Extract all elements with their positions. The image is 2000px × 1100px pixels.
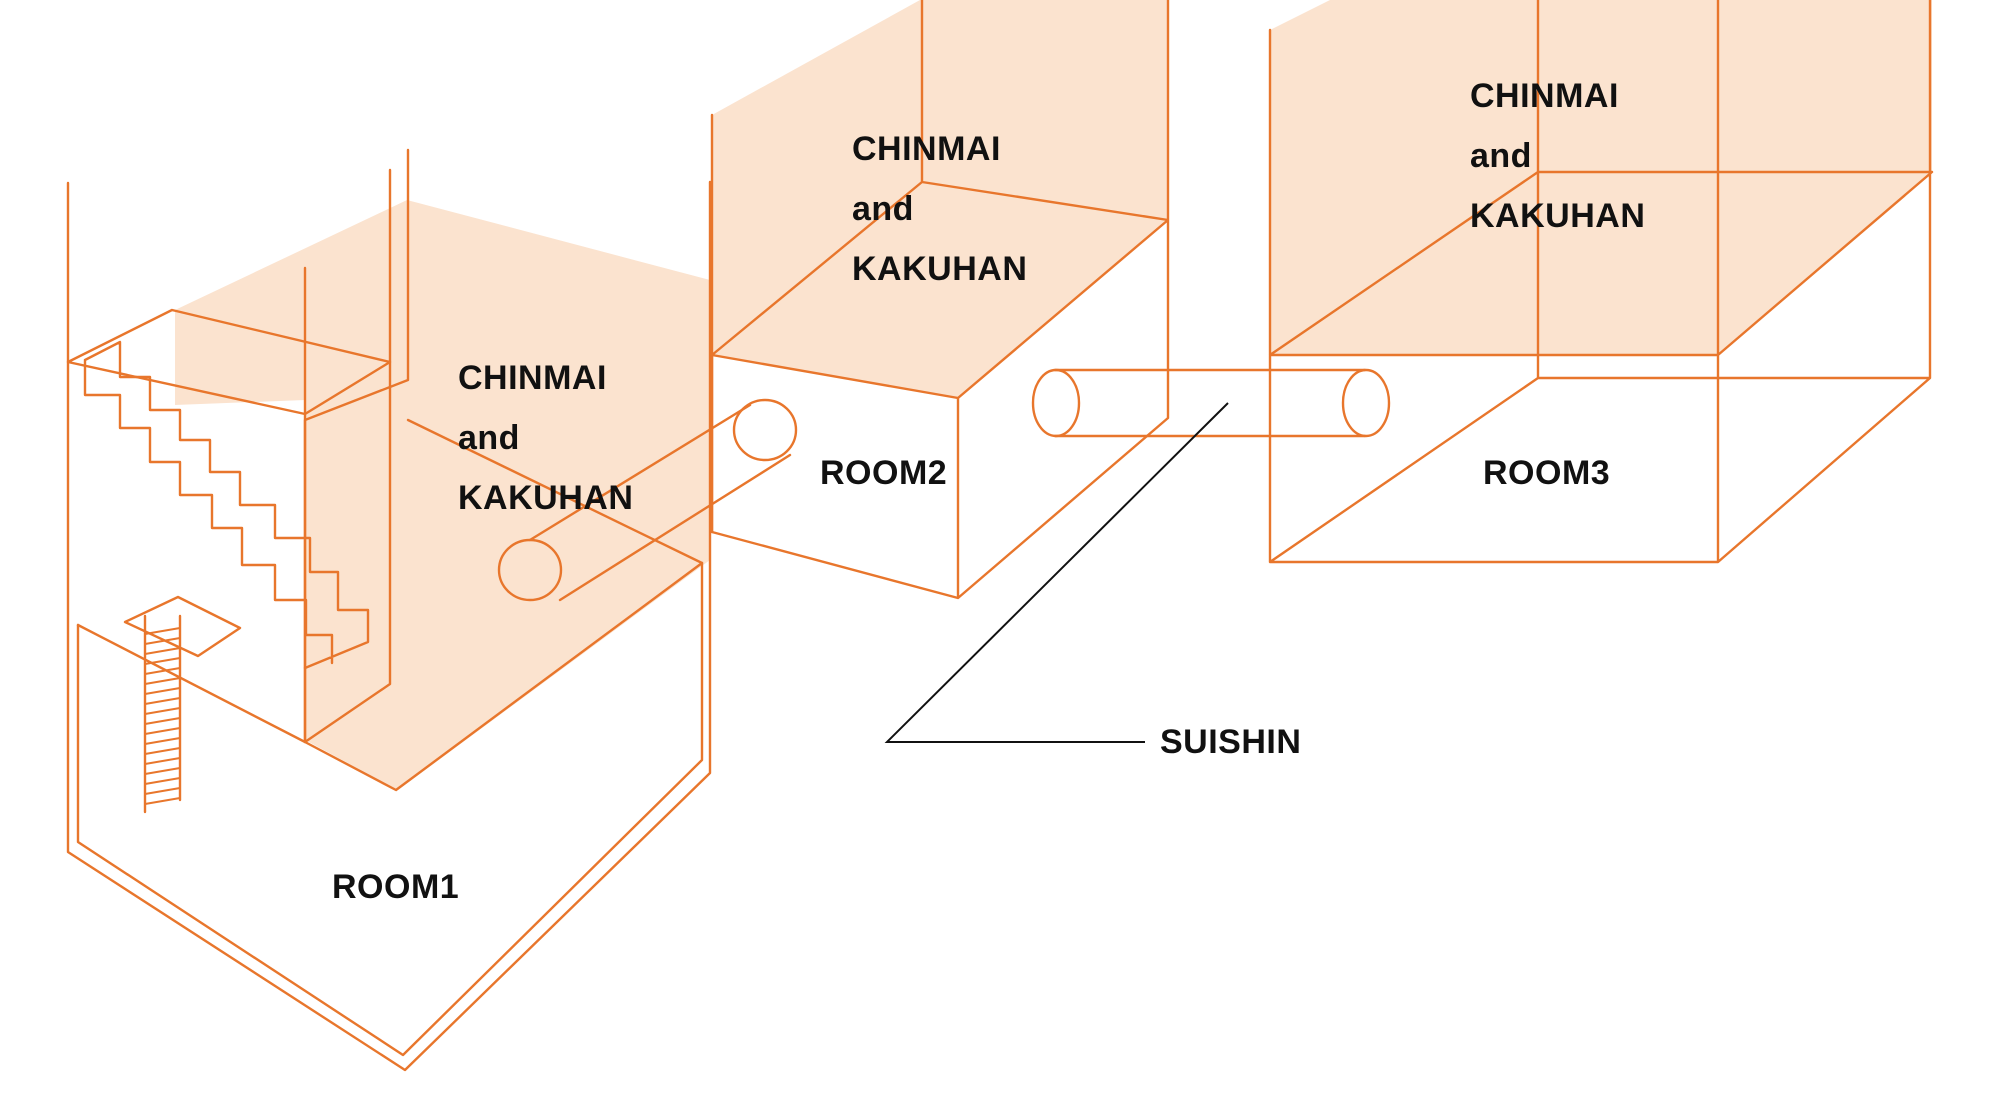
ladder-rung — [144, 677, 181, 685]
room2-stage-line-1: CHINMAI — [852, 130, 1001, 168]
ladder-rung — [144, 647, 181, 655]
room1-stage-line-1: CHINMAI — [458, 359, 607, 397]
room1-stairs — [83, 340, 370, 670]
ladder-rung — [144, 687, 181, 695]
room1-pipe-end — [497, 538, 563, 602]
room1-upper-slab — [66, 308, 392, 416]
room3-stage-line-1: CHINMAI — [1470, 77, 1619, 115]
room1-ladder-rungs — [144, 627, 181, 805]
ladder-rung — [144, 637, 181, 645]
room1-partition — [303, 168, 392, 744]
room3-shaded-volume — [1270, 0, 1932, 355]
room1-stage-line-3: KAKUHAN — [458, 479, 633, 517]
ladder-rung — [144, 747, 181, 755]
ladder-rung — [144, 717, 181, 725]
ladder-rung — [144, 707, 181, 715]
suishin-pipe-inlet — [1031, 368, 1081, 438]
room1-shaded-volume — [175, 200, 710, 790]
room3-tank — [1268, 0, 1934, 564]
room2-pipe-inlet — [732, 398, 798, 462]
ladder-rung — [144, 767, 181, 775]
room3-label: ROOM3 — [1483, 454, 1610, 492]
ladder-rung — [144, 657, 181, 665]
ladder-rung — [144, 627, 181, 635]
ladder-rung — [144, 667, 181, 675]
ladder-rung — [144, 737, 181, 745]
room1-stage-line-2: and — [458, 419, 520, 457]
room1-to-room2-pipe-body — [528, 403, 792, 602]
room1-inner-shell — [76, 561, 704, 1057]
room2-stage-line-3: KAKUHAN — [852, 250, 1027, 288]
room2-shaded-volume — [712, 0, 1168, 398]
room2-box — [710, 0, 1170, 600]
room1-tank — [66, 148, 798, 1072]
room3-box — [1268, 0, 1934, 564]
room1-label: ROOM1 — [332, 868, 459, 906]
room3-stage-line-2: and — [1470, 137, 1532, 175]
suishin-pipe — [1031, 368, 1391, 438]
room2-stage-line-2: and — [852, 190, 914, 228]
ladder-rung — [144, 727, 181, 735]
suishin-label: SUISHIN — [1160, 723, 1301, 761]
room1-outer-shell — [66, 180, 712, 1072]
ladder-rung — [144, 757, 181, 765]
suishin-pipe-body — [1053, 368, 1367, 438]
labels: CHINMAI and KAKUHAN CHINMAI and KAKUHAN … — [332, 77, 1645, 906]
suishin-pipe-outlet — [1341, 368, 1391, 438]
ladder-rung — [144, 777, 181, 785]
room1-floor-ladder — [123, 595, 242, 814]
room2-label: ROOM2 — [820, 454, 947, 492]
room3-stage-line-3: KAKUHAN — [1470, 197, 1645, 235]
room2-tank — [710, 0, 1170, 600]
ladder-rung — [144, 697, 181, 705]
ladder-rung — [144, 797, 181, 805]
shaded-regions — [175, 0, 1932, 790]
ladder-rung — [144, 787, 181, 795]
suishin-leader-line — [884, 402, 1229, 743]
